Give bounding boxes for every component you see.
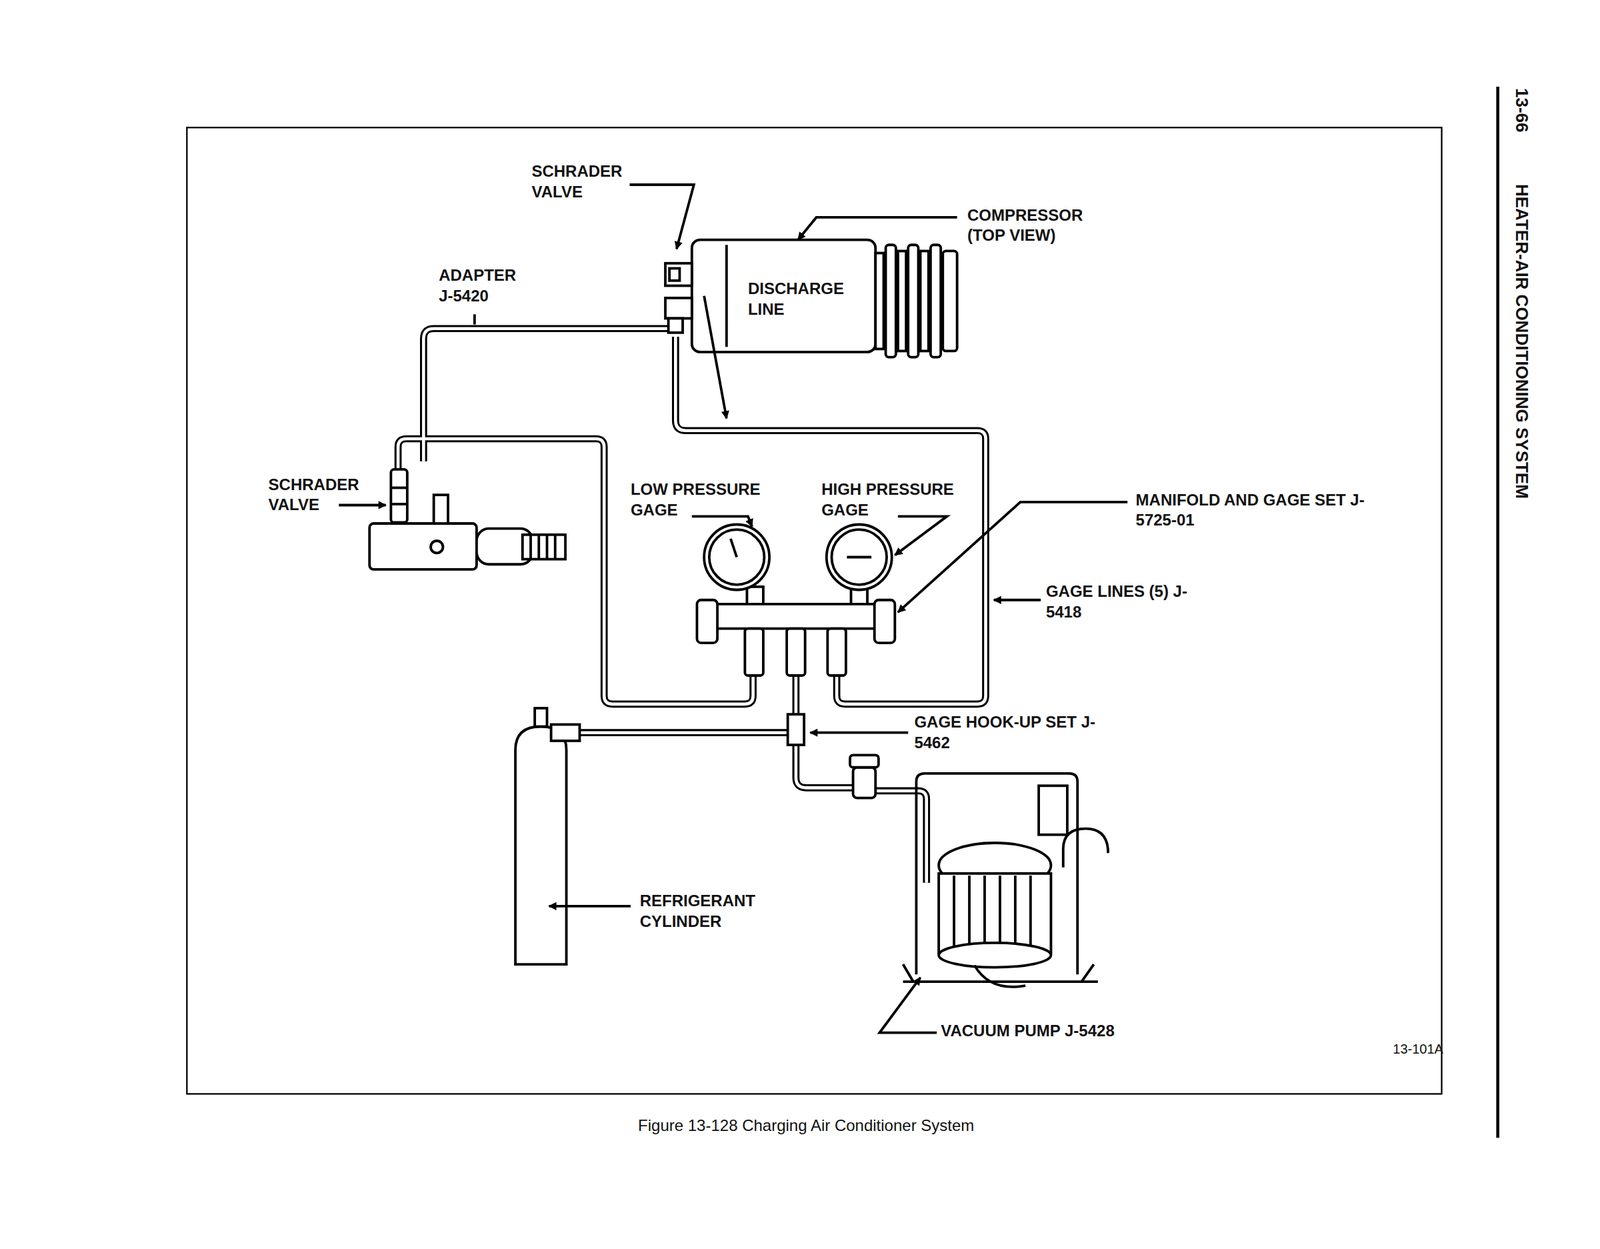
figure-frame	[186, 127, 1442, 1094]
leader-lines	[338, 184, 1128, 1033]
hose-inner	[398, 328, 986, 883]
manifold-gage-set	[696, 524, 895, 746]
page-rule	[1496, 86, 1500, 1138]
tool-label: MANIFOLD AND GAGE SET J-5725-01	[1136, 490, 1390, 531]
part-label: SCHRADER VALVE	[531, 161, 638, 202]
part-label: REFRIGERANT CYLINDER	[640, 890, 784, 932]
figure-code: 13-101A	[1392, 1040, 1444, 1058]
part-label: COMPRESSOR (TOP VIEW)	[967, 205, 1101, 246]
part-label: LOW PRESSURE GAGE	[630, 479, 784, 520]
part-label: SCHRADER VALVE	[268, 474, 376, 516]
refrigerant-cylinder	[515, 708, 580, 964]
vacuum-pump	[903, 773, 1109, 987]
compressor	[665, 240, 958, 358]
service-fitting	[369, 469, 566, 570]
figure-caption: Figure 13-128 Charging Air Conditioner S…	[638, 1116, 974, 1135]
hook-up-valve	[850, 754, 879, 798]
section-title: HEATER-AIR CONDITIONING SYSTEM	[1510, 184, 1533, 499]
tool-label: VACUUM PUMP J-5428	[940, 1020, 1115, 1042]
tool-label: GAGE HOOK-UP SET J-5462	[914, 712, 1101, 753]
hose-outer	[398, 328, 986, 883]
tool-label: ADAPTER J-5420	[438, 265, 532, 306]
page-number: 13-66	[1510, 88, 1533, 133]
part-label: HIGH PRESSURE GAGE	[821, 479, 978, 520]
tool-label: GAGE LINES (5) J-5418	[1046, 581, 1206, 622]
part-label: DISCHARGE LINE	[748, 278, 865, 320]
